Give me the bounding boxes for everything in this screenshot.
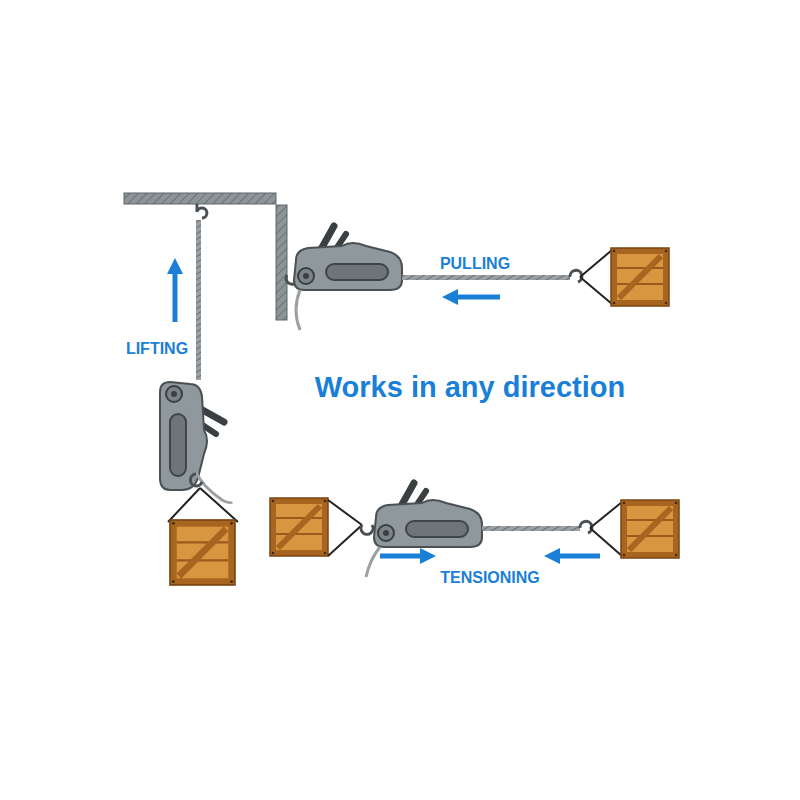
direction-arrow <box>552 554 600 559</box>
crate <box>270 498 328 556</box>
sling <box>328 500 362 556</box>
hook <box>361 525 373 534</box>
sling <box>168 488 238 522</box>
wire-rope <box>402 275 570 280</box>
crate <box>621 500 679 558</box>
direction-arrow <box>173 266 178 322</box>
wire-rope <box>482 526 580 531</box>
ceiling-hook <box>197 204 207 218</box>
sling <box>580 250 612 304</box>
diagram-title: Works in any direction <box>315 372 625 404</box>
crate <box>611 248 669 306</box>
pulling-hoist <box>294 226 402 290</box>
rope-tail <box>366 547 380 577</box>
tensioning-hoist <box>374 483 482 547</box>
ceiling <box>124 193 276 204</box>
rope-tail <box>196 472 232 503</box>
lifting-hoist <box>160 382 224 490</box>
direction-label: PULLING <box>440 255 510 273</box>
rope-tail <box>296 290 300 330</box>
direction-arrow <box>380 554 428 559</box>
sling <box>590 502 622 556</box>
hook <box>190 474 202 486</box>
wall <box>276 205 287 320</box>
direction-label: LIFTING <box>126 340 188 358</box>
crate <box>170 520 235 585</box>
direction-label: TENSIONING <box>440 569 540 587</box>
wire-rope <box>196 220 201 380</box>
direction-arrow <box>450 295 500 300</box>
